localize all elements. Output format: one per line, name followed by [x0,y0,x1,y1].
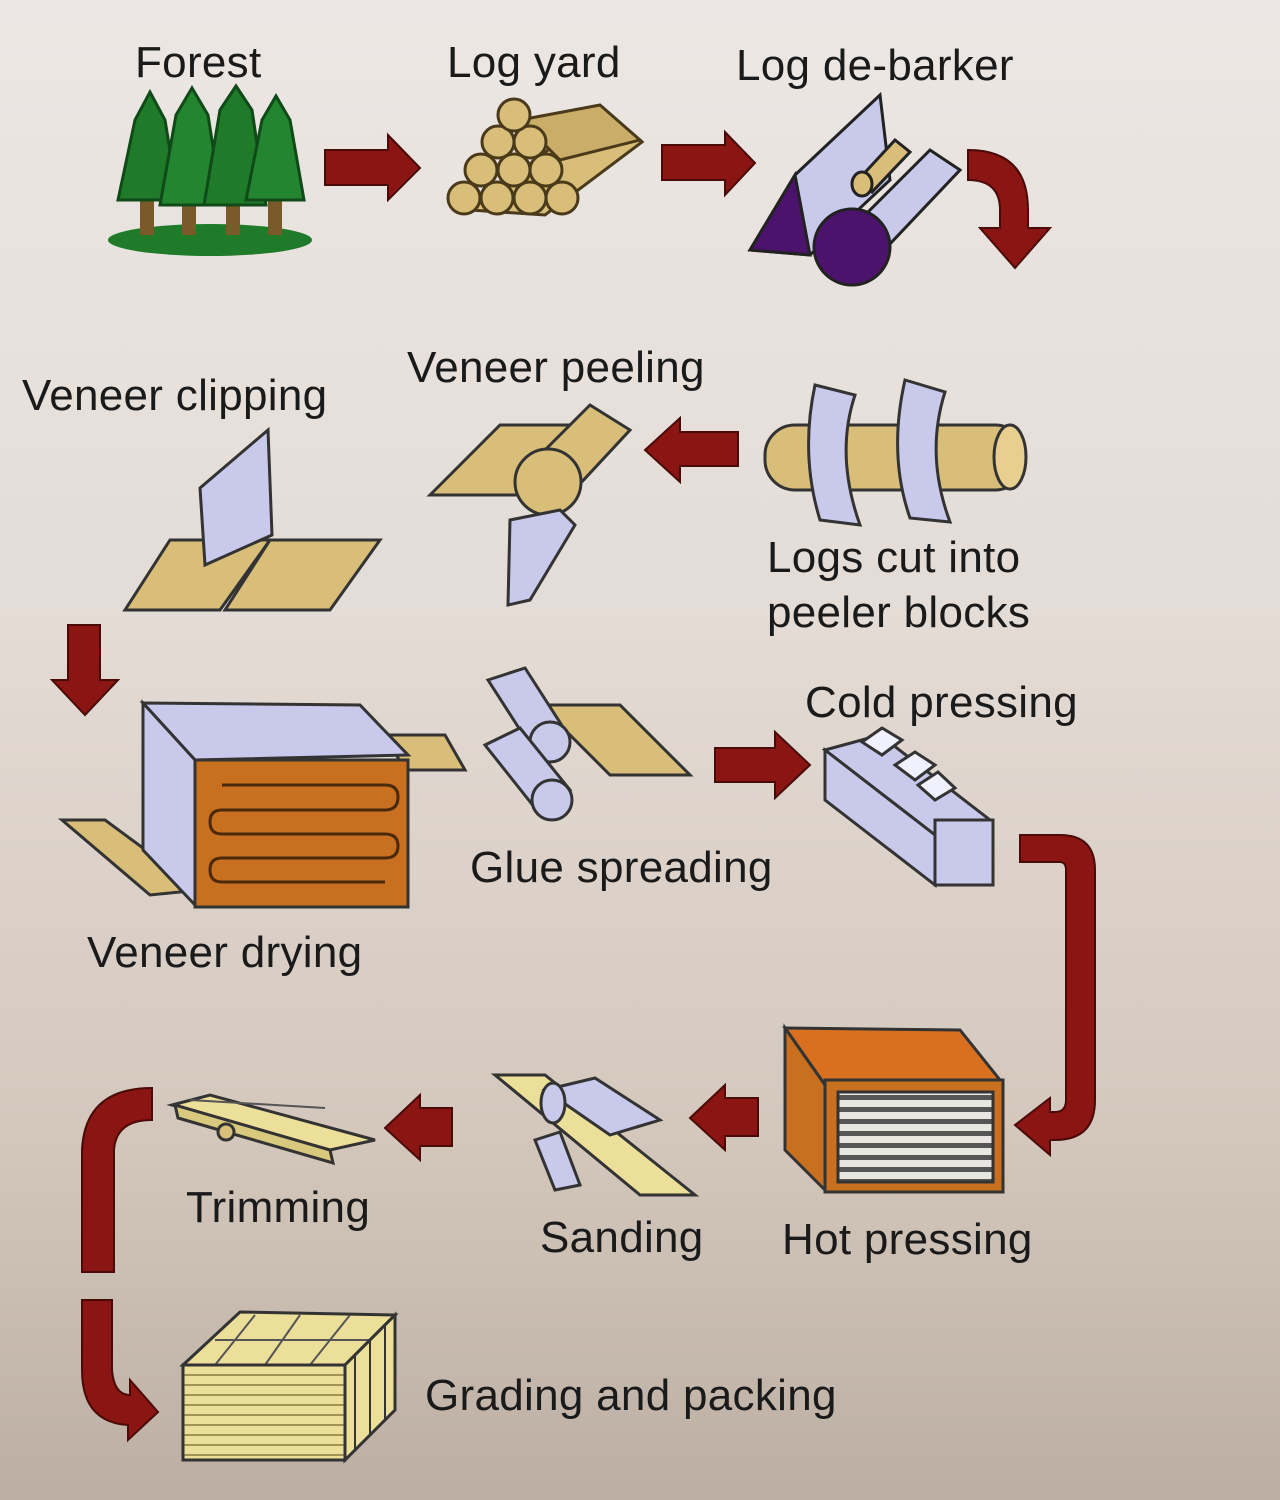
veneer-dryer-icon [57,699,468,909]
debarker-machine-icon [747,91,963,287]
label-grading-and-packing: Grading and packing [425,1371,837,1420]
trimming-saw-icon [166,1093,376,1166]
label-log-yard: Log yard [447,38,621,87]
arrow-glue-to-coldpress [714,729,812,801]
arrow-sanding-to-trimming [383,1092,453,1163]
arrow-forest-to-logyard [324,132,422,203]
arrow-peelerblock-to-peeling [643,415,739,485]
label-forest: Forest [135,38,262,87]
log-pile-icon [446,97,645,217]
label-cold-pressing: Cold pressing [805,678,1078,727]
flow-arrows [49,129,1096,1443]
arrow-hotpress-to-sanding [688,1082,759,1153]
peeler-block-saw-icon [763,378,1028,527]
arrow-coldpress-to-hotpress [1013,834,1096,1158]
arrow-trimming-down-lower [81,1299,160,1443]
label-log-debarker: Log de-barker [736,41,1014,90]
forest-icon [108,83,312,256]
label-veneer-clipping: Veneer clipping [22,371,328,420]
arrow-clipping-down [49,624,121,717]
hot-press-icon [782,1023,1005,1194]
arrow-logyard-to-debarker [661,129,757,198]
arrow-debarker-down [967,148,1053,270]
label-trimming: Trimming [186,1183,371,1232]
arrow-trimming-down-upper [81,1086,153,1273]
veneer-peeling-lathe-icon [426,403,633,607]
label-glue-spreading: Glue spreading [470,843,773,892]
label-hot-pressing: Hot pressing [782,1215,1033,1264]
cold-press-icon [821,726,995,889]
label-veneer-drying: Veneer drying [87,928,363,977]
label-logs-cut-into-peeler-blocks: Logs cut into peeler blocks [767,533,1031,637]
glue-spreader-rollers-icon [482,666,694,822]
label-sanding: Sanding [540,1213,704,1262]
plywood-stack-icon [179,1310,399,1464]
label-veneer-peeling: Veneer peeling [407,343,705,392]
veneer-clipper-icon [122,426,383,612]
sanding-machine-icon [490,1073,700,1197]
